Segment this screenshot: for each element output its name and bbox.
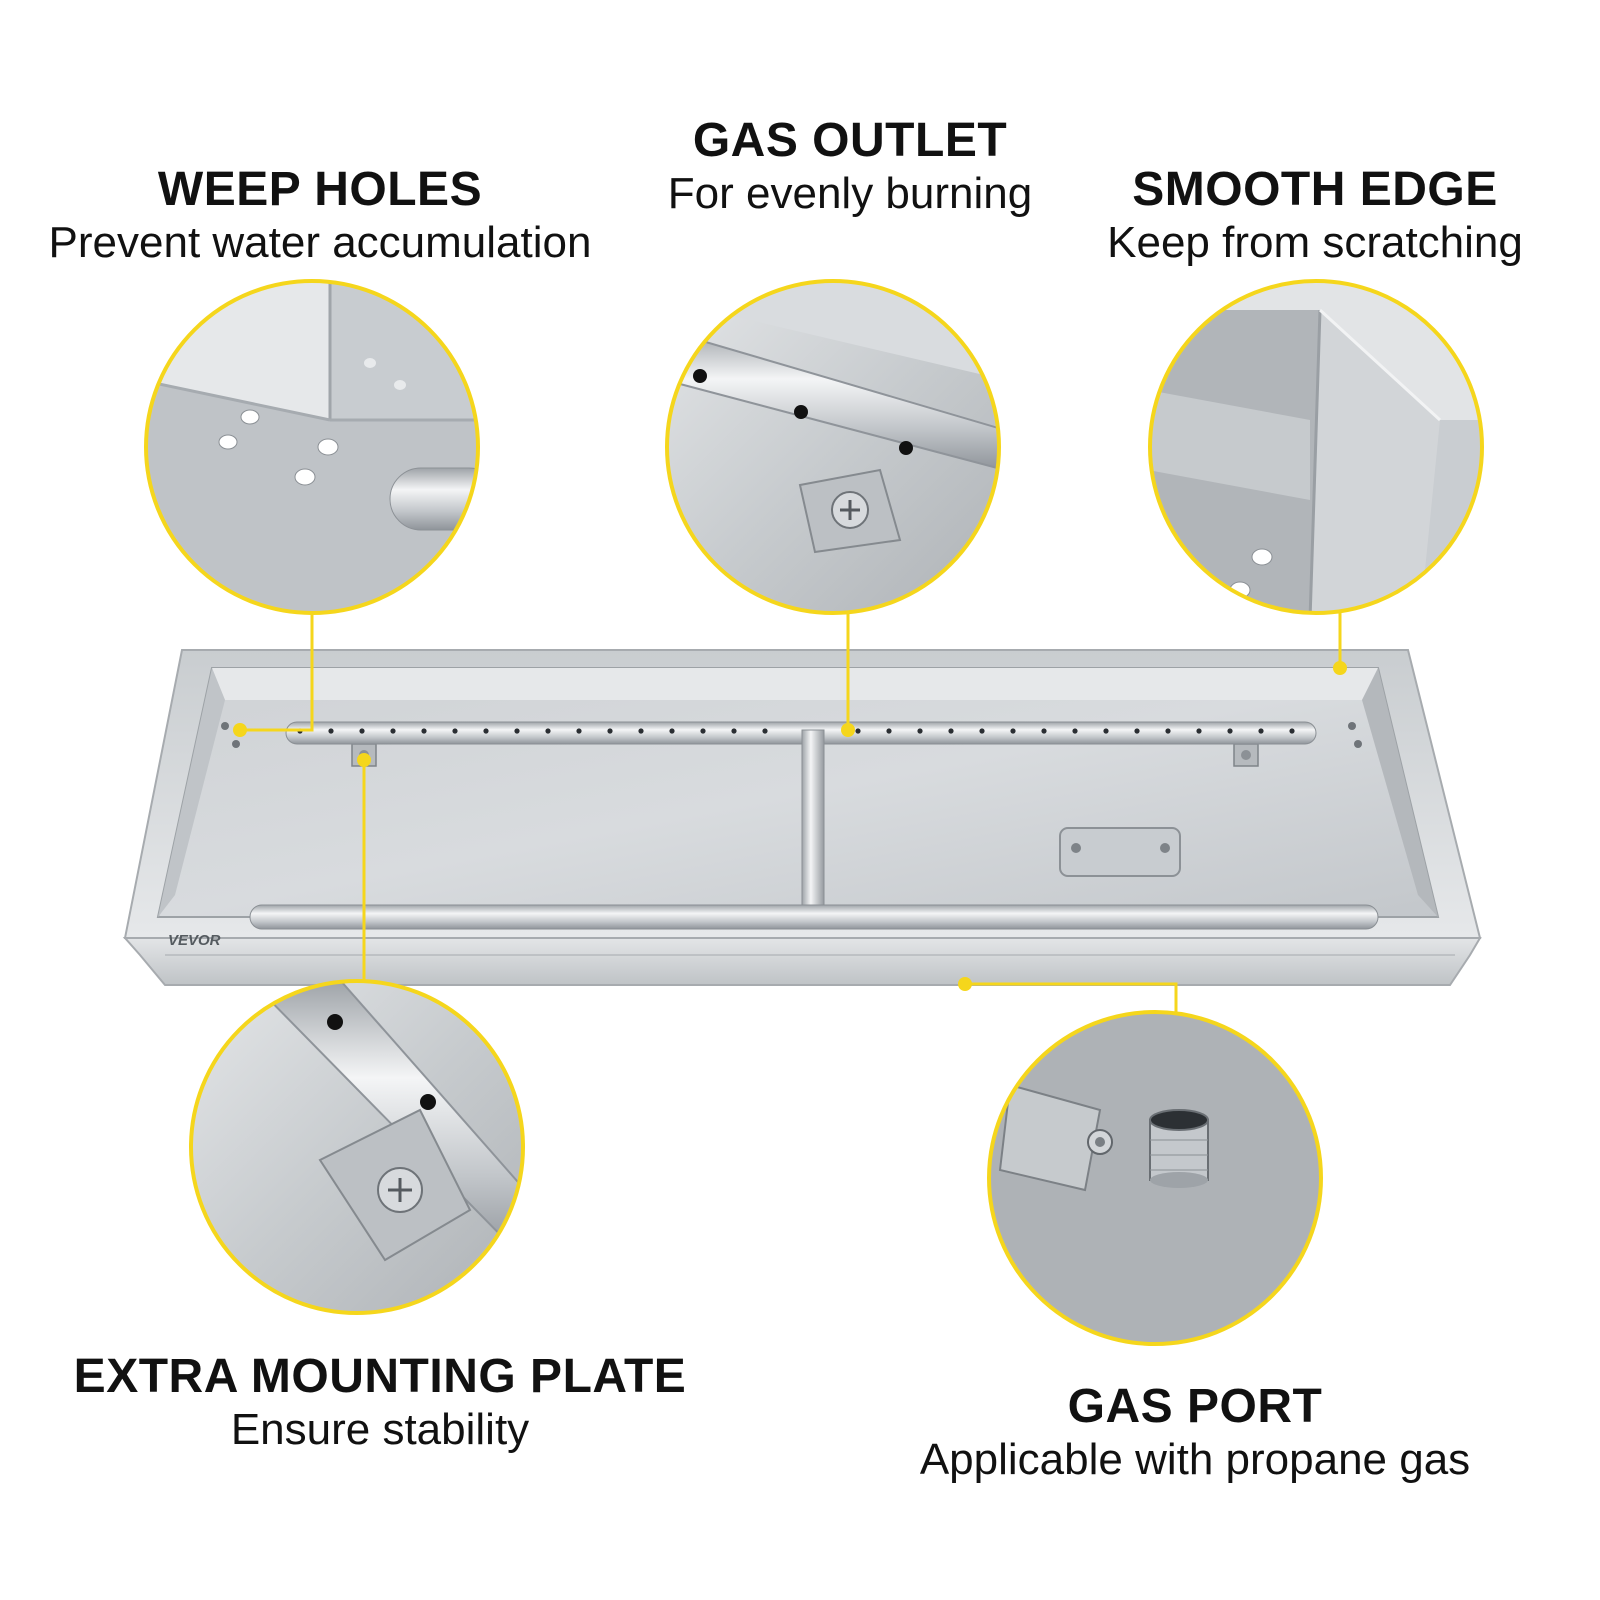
callout-title: GAS OUTLET: [692, 114, 1008, 167]
outlet-hole: [607, 728, 613, 734]
brand-logo: VEVOR: [168, 932, 221, 949]
callout-title: GAS PORT: [1067, 1380, 1323, 1433]
outlet-hole: [1258, 728, 1264, 734]
gas-port-closeup: [987, 1010, 1323, 1346]
outlet-hole: [669, 728, 675, 734]
callout-title: EXTRA MOUNTING PLATE: [73, 1350, 687, 1403]
outlet-hole: [1134, 728, 1140, 734]
callout-subtitle: For evenly burning: [667, 169, 1033, 218]
mounting-plate-closeup: [189, 979, 525, 1315]
callout-title: WEEP HOLES: [157, 163, 483, 216]
outlet-hole: [452, 728, 458, 734]
outlet-hole: [1165, 728, 1171, 734]
callout-gas-port: GAS PORT Applicable with propane gas: [880, 1380, 1510, 1486]
outlet-hole: [1072, 728, 1078, 734]
outlet-hole: [886, 728, 892, 734]
gas-outlet-closeup: [665, 279, 1001, 615]
outlet-hole: [390, 728, 396, 734]
weep-holes-closeup: [144, 279, 480, 615]
outlet-hole: [421, 728, 427, 734]
outlet-hole: [359, 728, 365, 734]
outlet-hole: [1103, 728, 1109, 734]
callout-dots: [233, 661, 1347, 991]
outlet-hole: [1289, 728, 1295, 734]
callout-mounting-plate: EXTRA MOUNTING PLATE Ensure stability: [60, 1350, 700, 1456]
callout-connectors: [240, 613, 1342, 1012]
callout-weep-holes: WEEP HOLES Prevent water accumulation: [10, 163, 630, 269]
outlet-hole: [917, 728, 923, 734]
outlet-hole: [545, 728, 551, 734]
outlet-hole: [1010, 728, 1016, 734]
callout-subtitle: Prevent water accumulation: [48, 218, 592, 267]
burner-pan: VEVOR: [122, 649, 1482, 986]
outlet-hole: [576, 728, 582, 734]
outlet-hole: [731, 728, 737, 734]
smooth-edge-closeup: [1148, 279, 1484, 615]
callout-gas-outlet: GAS OUTLET For evenly burning: [550, 114, 1150, 220]
outlet-hole: [483, 728, 489, 734]
outlet-hole: [1041, 728, 1047, 734]
outlet-hole: [979, 728, 985, 734]
outlet-hole: [1227, 728, 1233, 734]
outlet-hole: [514, 728, 520, 734]
outlet-hole: [762, 728, 768, 734]
outlet-hole: [948, 728, 954, 734]
callout-title: SMOOTH EDGE: [1132, 163, 1498, 216]
outlet-hole: [855, 728, 861, 734]
callout-subtitle: Ensure stability: [230, 1405, 530, 1454]
callout-smooth-edge: SMOOTH EDGE Keep from scratching: [1030, 163, 1600, 269]
outlet-hole: [328, 728, 334, 734]
callout-subtitle: Applicable with propane gas: [919, 1435, 1471, 1484]
outlet-hole: [1196, 728, 1202, 734]
outlet-hole: [638, 728, 644, 734]
callout-subtitle: Keep from scratching: [1107, 218, 1523, 267]
outlet-hole: [700, 728, 706, 734]
